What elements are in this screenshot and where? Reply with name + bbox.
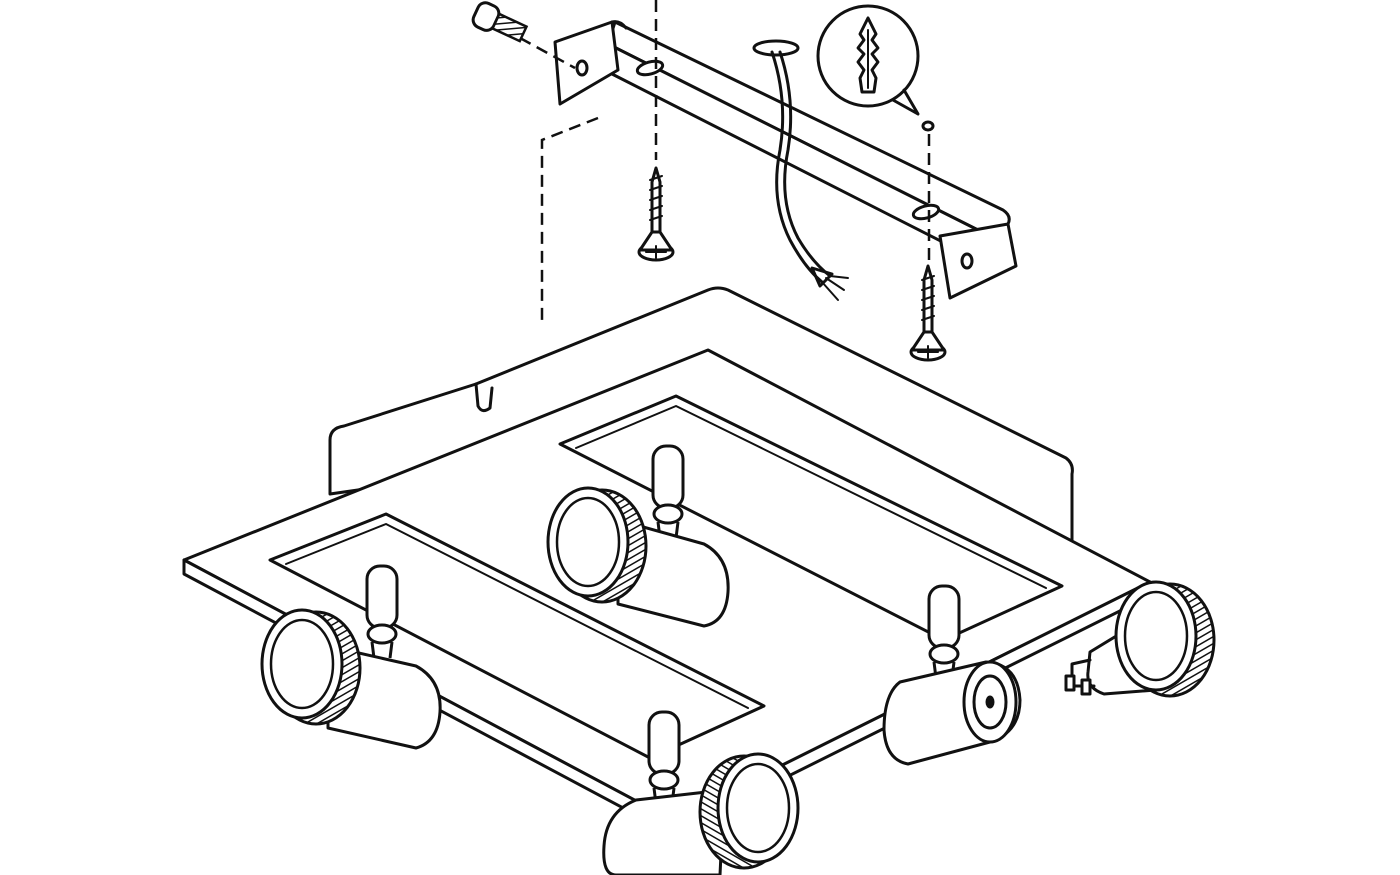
mounting-bracket xyxy=(553,20,1018,300)
wall-plug xyxy=(816,4,920,116)
spotlight xyxy=(882,584,1022,766)
power-cable xyxy=(752,39,849,301)
wood-screw xyxy=(909,264,947,362)
bracket-screw xyxy=(471,1,529,43)
gu10-bulb xyxy=(1064,580,1216,698)
spotlight xyxy=(260,564,442,750)
spotlight xyxy=(546,444,730,628)
wood-screw xyxy=(637,166,675,262)
